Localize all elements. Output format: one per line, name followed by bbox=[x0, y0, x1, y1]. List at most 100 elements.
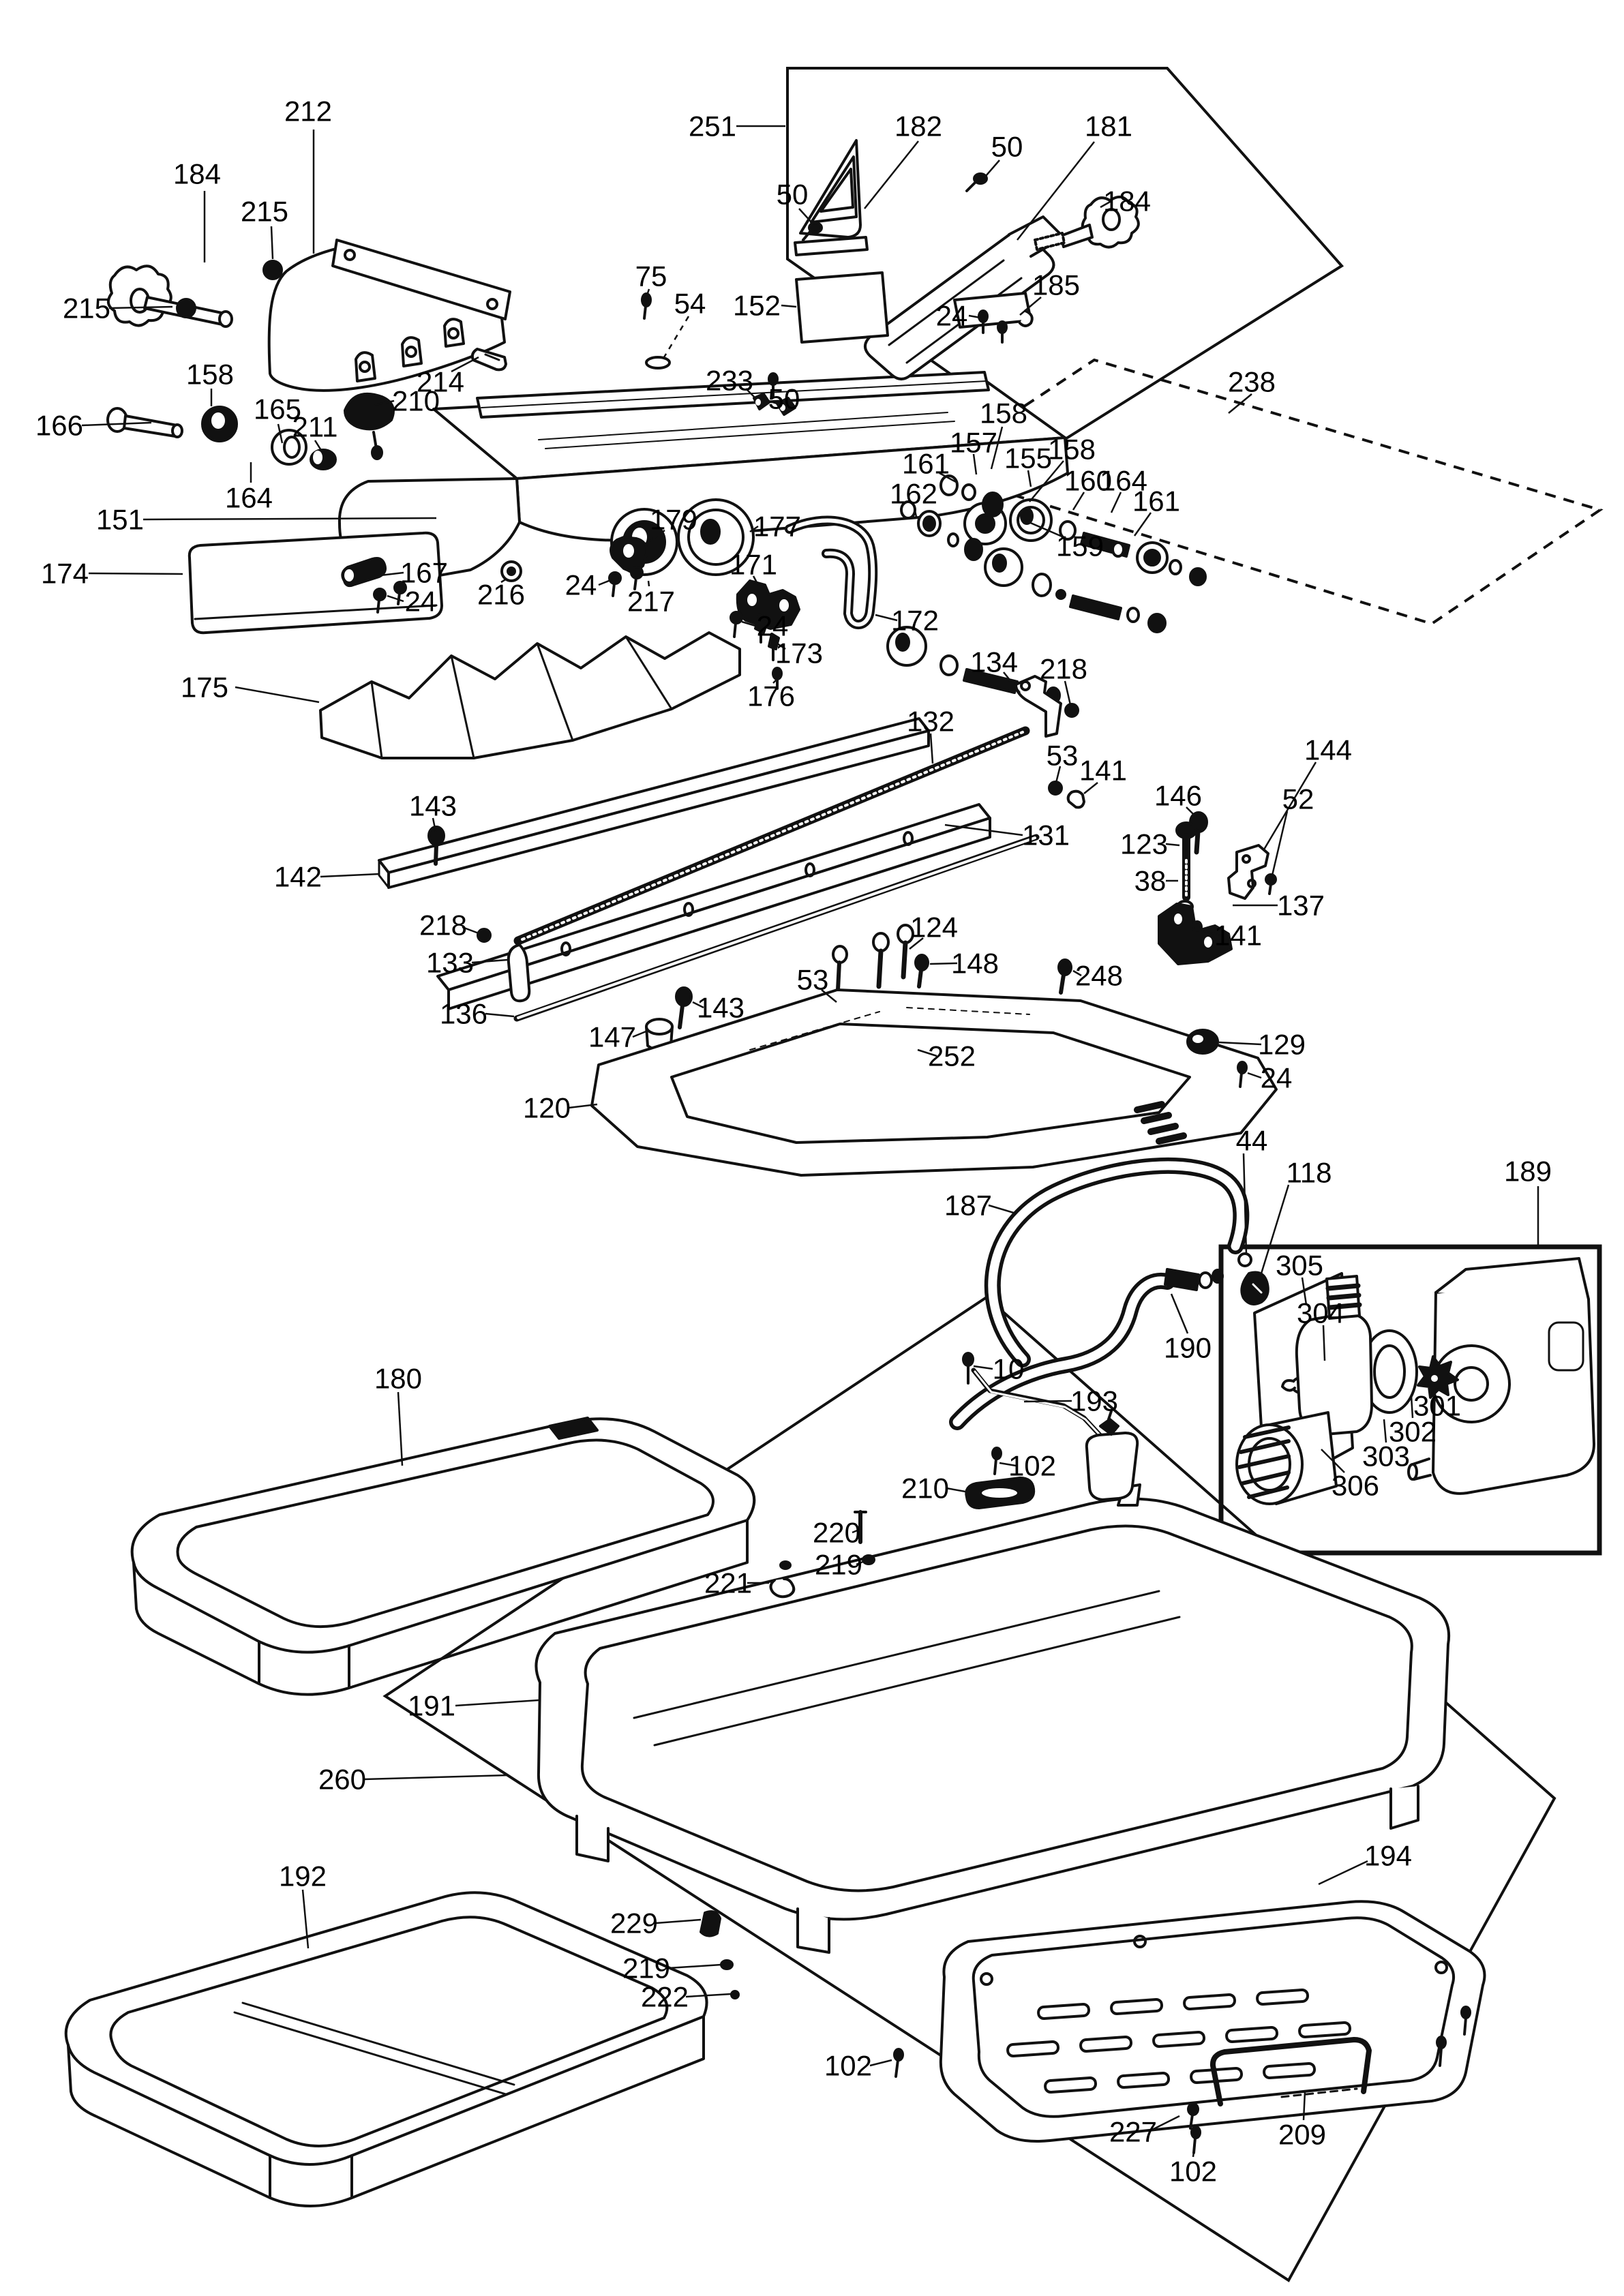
leader-line bbox=[912, 504, 918, 517]
clip-221 bbox=[769, 1560, 796, 1599]
part-number-label: 162 bbox=[890, 478, 937, 510]
plug-229 bbox=[700, 1910, 721, 1937]
leader-line bbox=[929, 962, 958, 965]
part-number-label: 155 bbox=[1004, 442, 1052, 474]
leader-line bbox=[999, 1462, 1017, 1467]
pin-75 bbox=[641, 292, 652, 320]
part-number-label: 147 bbox=[588, 1021, 636, 1053]
leader-line bbox=[1072, 969, 1082, 977]
leader-line bbox=[314, 440, 323, 452]
part-number-label: 143 bbox=[409, 790, 457, 822]
leader-line bbox=[939, 472, 958, 484]
part-number-label: 160 bbox=[1064, 465, 1112, 497]
leader-line bbox=[1019, 297, 1042, 316]
clip-219-a bbox=[862, 1554, 875, 1565]
pin-220 bbox=[854, 1510, 867, 1544]
leader-line bbox=[108, 305, 173, 309]
leader-line bbox=[1263, 761, 1317, 850]
grate-194 bbox=[939, 1900, 1486, 2143]
part-number-label: 120 bbox=[523, 1092, 571, 1124]
part-number-label: 305 bbox=[1276, 1250, 1323, 1282]
leader-line bbox=[598, 578, 613, 586]
leader-line bbox=[985, 160, 1000, 177]
leader-line bbox=[1017, 141, 1095, 241]
leader-line bbox=[1027, 470, 1032, 487]
part-number-label: 137 bbox=[1277, 890, 1325, 922]
grommet-218-b bbox=[477, 928, 492, 943]
part-number-label: 24 bbox=[757, 610, 789, 642]
leader-line bbox=[485, 1012, 515, 1018]
leader-line bbox=[667, 1963, 722, 1969]
part-number-label: 209 bbox=[1278, 2119, 1326, 2151]
leader-line bbox=[142, 517, 437, 521]
clip-179 bbox=[610, 536, 648, 573]
screw-52 bbox=[1265, 873, 1277, 895]
leader-line bbox=[1247, 1072, 1262, 1079]
part-number-label: 50 bbox=[768, 383, 800, 415]
part-number-label: 238 bbox=[1228, 366, 1276, 398]
pin-222 bbox=[730, 1990, 740, 1999]
leader-line bbox=[1186, 806, 1197, 817]
part-number-label: 177 bbox=[753, 511, 801, 543]
roll-pin-214 bbox=[470, 348, 507, 372]
pulley-177 bbox=[677, 498, 755, 576]
hook-133 bbox=[507, 943, 531, 1003]
part-number-label: 24 bbox=[405, 586, 437, 618]
part-number-label: 219 bbox=[622, 1952, 670, 1984]
part-number-label: 50 bbox=[991, 131, 1023, 163]
screw-143-b bbox=[675, 986, 693, 1029]
part-number-label: 158 bbox=[1048, 434, 1096, 466]
part-number-label: 141 bbox=[1214, 920, 1262, 952]
leader-line bbox=[387, 594, 404, 603]
clip-233 bbox=[753, 393, 770, 410]
pin-10 bbox=[962, 1352, 974, 1385]
part-number-label: 301 bbox=[1413, 1390, 1461, 1422]
part-number-label: 306 bbox=[1332, 1470, 1379, 1502]
part-number-label: 123 bbox=[1120, 828, 1168, 860]
grommet-158 bbox=[201, 406, 238, 442]
part-number-label: 189 bbox=[1504, 1155, 1552, 1188]
leader-line bbox=[929, 733, 934, 764]
leader-line bbox=[852, 1528, 860, 1534]
leader-line bbox=[821, 989, 837, 1003]
leader-line bbox=[301, 1889, 310, 1949]
rail-142 bbox=[378, 717, 930, 889]
plate-152 bbox=[795, 271, 889, 344]
fence-plate-182 bbox=[794, 139, 869, 256]
part-number-label: 171 bbox=[730, 549, 777, 581]
part-number-label: 157 bbox=[950, 427, 997, 459]
part-number-label: 184 bbox=[1103, 185, 1151, 217]
part-number-label: 118 bbox=[1287, 1157, 1332, 1189]
part-number-label: 192 bbox=[279, 1860, 327, 1892]
knob-184-b bbox=[1034, 195, 1140, 251]
bolt-123 bbox=[1175, 821, 1197, 901]
part-number-label: 159 bbox=[1056, 530, 1104, 562]
part-number-label: 44 bbox=[1236, 1125, 1268, 1157]
part-number-label: 146 bbox=[1154, 780, 1202, 812]
part-number-label: 194 bbox=[1364, 1840, 1412, 1872]
leader-line bbox=[1133, 512, 1152, 537]
drain-rod-193 bbox=[971, 1368, 1139, 1501]
leader-line bbox=[455, 1699, 539, 1707]
grommet-218-a bbox=[1064, 703, 1079, 718]
pump-impeller-301 bbox=[1417, 1355, 1459, 1399]
leader-line bbox=[1410, 1395, 1414, 1419]
part-number-label: 215 bbox=[241, 196, 288, 228]
bracket-171 bbox=[736, 579, 800, 630]
leader-line bbox=[749, 525, 759, 533]
leader-line bbox=[1302, 2091, 1306, 2121]
leader-line bbox=[946, 1487, 966, 1493]
leader-line bbox=[645, 288, 650, 298]
pump-filter-306 bbox=[1235, 1411, 1338, 1505]
water-tube-172 bbox=[785, 515, 878, 630]
part-number-label: 141 bbox=[1079, 755, 1127, 787]
bolt-50-a bbox=[965, 172, 988, 192]
screw-143-a bbox=[427, 826, 445, 866]
part-number-label: 54 bbox=[674, 288, 706, 320]
leader-line bbox=[752, 575, 760, 586]
part-number-label: 132 bbox=[907, 706, 954, 738]
leader-line bbox=[1022, 518, 1064, 539]
clip-219-b bbox=[720, 1959, 734, 1970]
part-number-label: 248 bbox=[1075, 960, 1123, 992]
